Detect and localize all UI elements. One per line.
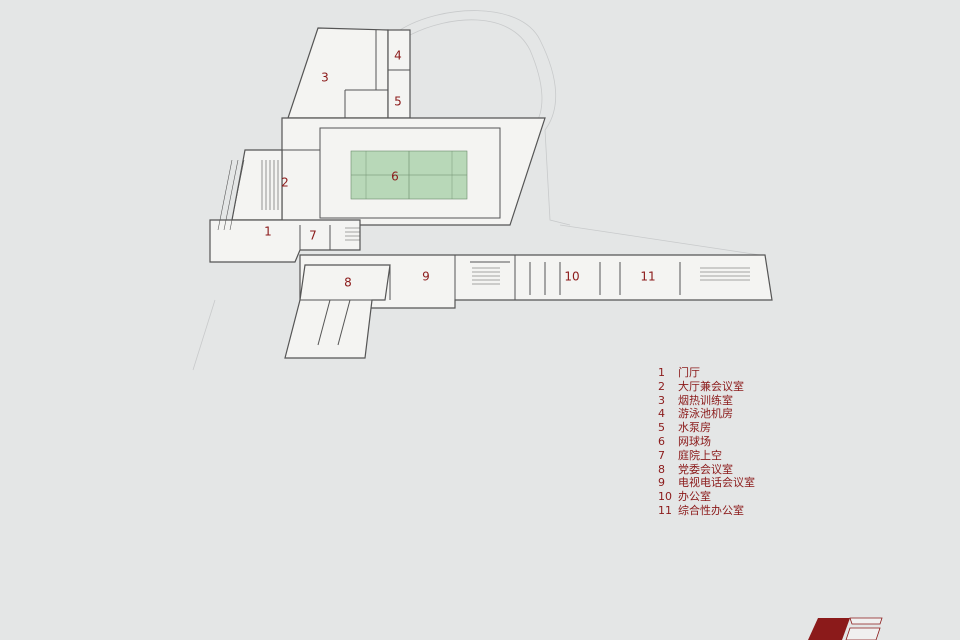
room-number-10: 10 <box>564 270 579 284</box>
interior-walls <box>250 30 681 346</box>
room-number-2: 2 <box>281 176 289 190</box>
room-number-8: 8 <box>344 276 352 290</box>
logo-mark <box>808 617 883 640</box>
room-number-11: 11 <box>640 270 655 284</box>
room-number-7: 7 <box>309 229 317 243</box>
site-contours <box>192 10 761 371</box>
room-number-9: 9 <box>422 270 430 284</box>
building-footprint <box>209 27 773 359</box>
stairs <box>217 159 750 285</box>
room-number-6: 6 <box>391 170 399 184</box>
room-number-3: 3 <box>321 71 329 85</box>
room-number-1: 1 <box>264 225 272 239</box>
room-number-5: 5 <box>394 95 402 109</box>
tennis-court <box>350 150 468 200</box>
room-number-4: 4 <box>394 49 402 63</box>
room-number-labels: 1 2 3 4 5 6 7 8 9 10 11 <box>264 49 655 290</box>
